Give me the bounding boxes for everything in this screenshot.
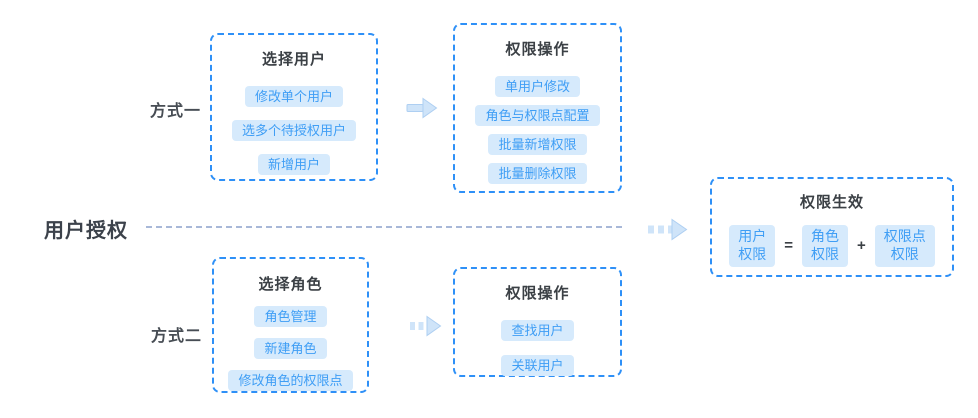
chip-line: 用户 (738, 228, 767, 244)
box-item-chip: 新建角色 (254, 338, 327, 359)
method-one-label: 方式一 (150, 103, 202, 120)
box-item-chip: 关联用户 (501, 355, 574, 376)
box-item-chip: 选多个待授权用户 (231, 120, 356, 141)
dashed-connector-line (146, 226, 622, 228)
box-item-chip: 角色管理 (254, 306, 327, 327)
method-two-label: 方式二 (151, 328, 203, 345)
chip-line: 权限 (738, 245, 767, 262)
user-permission-chip: 用户权限 (729, 225, 776, 267)
chip-line: 权限点 (883, 228, 926, 244)
chip-line: 权限 (811, 245, 839, 262)
box-item-chip: 新增用户 (257, 154, 330, 175)
permission-result-box: 权限生效 用户权限 = 角色权限 + 权限点权限 (710, 177, 954, 277)
flow-title: 用户授权 (44, 220, 128, 242)
box-item-chip: 查找用户 (501, 320, 574, 341)
box-items: 修改单个用户 选多个待授权用户 新增用户 (231, 86, 356, 175)
box-item-chip: 单用户修改 (494, 76, 580, 97)
box-item-chip: 角色与权限点配置 (475, 105, 600, 126)
box-title: 选择用户 (261, 51, 326, 68)
equals-sign: = (784, 237, 793, 255)
box-item-chip: 修改单个用户 (244, 86, 343, 107)
point-permission-chip: 权限点权限 (874, 225, 935, 267)
role-permission-chip: 角色权限 (802, 225, 848, 267)
box-title: 选择角色 (258, 276, 323, 293)
select-user-box: 选择用户 修改单个用户 选多个待授权用户 新增用户 (210, 33, 378, 181)
result-equation-row: 用户权限 = 角色权限 + 权限点权限 (729, 225, 935, 267)
box-items: 角色管理 新建角色 修改角色的权限点 (228, 306, 353, 391)
box-item-chip: 批量删除权限 (488, 163, 587, 184)
box-title: 权限生效 (799, 194, 864, 211)
arrow-right-icon (406, 96, 438, 120)
chip-line: 权限 (890, 245, 919, 262)
box-title: 权限操作 (505, 41, 570, 58)
permission-action-box-top: 权限操作 单用户修改 角色与权限点配置 批量新增权限 批量删除权限 (453, 23, 622, 193)
box-items: 查找用户 关联用户 (501, 320, 574, 376)
arrow-right-dashed-icon (646, 217, 688, 242)
permission-action-box-bottom: 权限操作 查找用户 关联用户 (453, 267, 622, 377)
box-title: 权限操作 (505, 285, 570, 302)
box-item-chip: 修改角色的权限点 (228, 370, 353, 391)
arrow-right-dashed-icon (408, 314, 442, 338)
box-items: 单用户修改 角色与权限点配置 批量新增权限 批量删除权限 (475, 76, 600, 184)
select-role-box: 选择角色 角色管理 新建角色 修改角色的权限点 (212, 257, 369, 393)
box-item-chip: 批量新增权限 (488, 134, 587, 155)
plus-sign: + (857, 237, 866, 255)
chip-line: 角色 (811, 228, 839, 244)
